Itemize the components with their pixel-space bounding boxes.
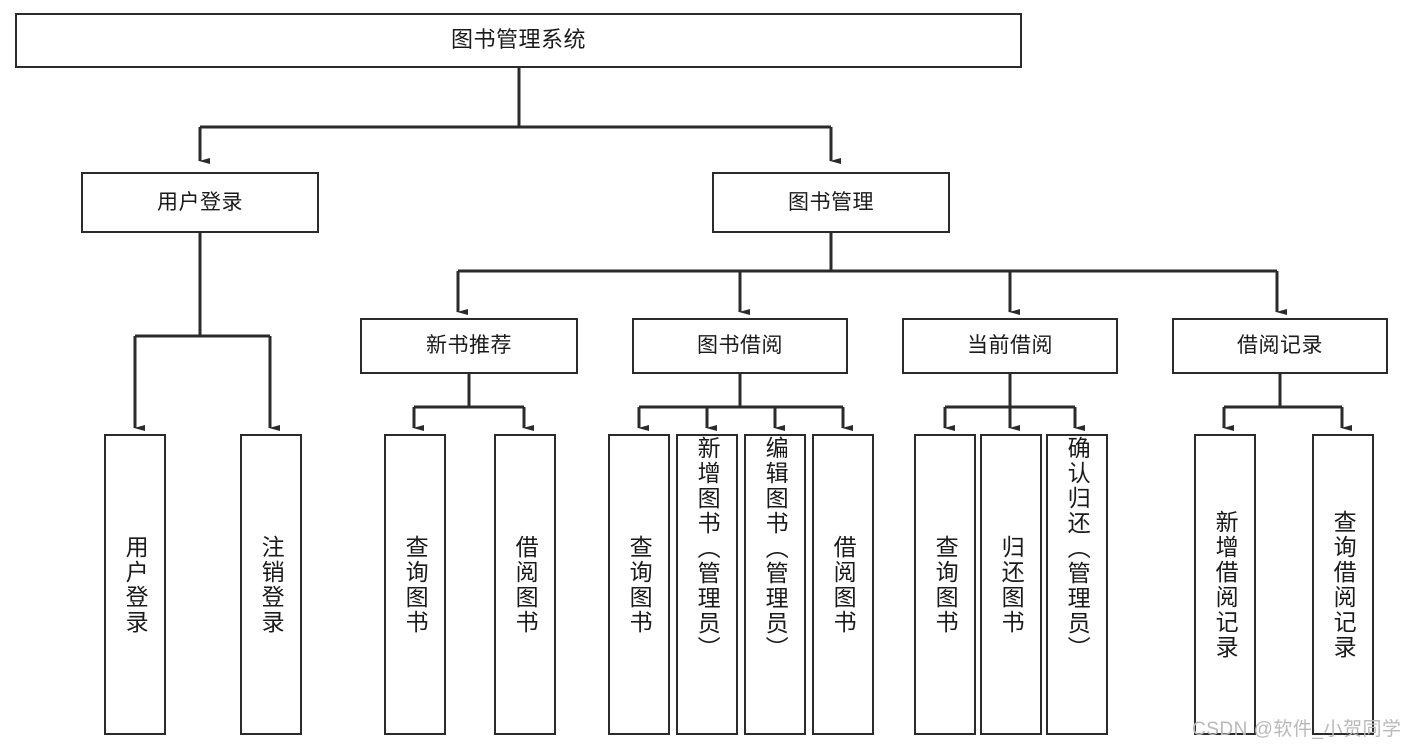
leaf-label: 新增借阅记录 bbox=[1212, 509, 1239, 660]
node-new-book-recommend[interactable]: 新书推荐 bbox=[360, 318, 578, 374]
csdn-watermark: CSDN @软件_小贺同学 bbox=[1192, 719, 1402, 740]
node-borrow-record[interactable]: 借阅记录 bbox=[1172, 318, 1388, 374]
leaf-label: 编辑图书（管理员） bbox=[762, 436, 789, 661]
leaf-user-login-logout[interactable]: 注销登录 bbox=[240, 434, 302, 735]
node-label: 新书推荐 bbox=[426, 334, 512, 358]
leaf-user-login-login[interactable]: 用户登录 bbox=[104, 434, 166, 735]
leaf-current-return-book[interactable]: 归还图书 bbox=[980, 434, 1042, 735]
leaf-record-add-record[interactable]: 新增借阅记录 bbox=[1194, 434, 1256, 735]
node-label: 图书管理 bbox=[788, 190, 874, 214]
leaf-label: 新增图书（管理员） bbox=[694, 436, 721, 661]
node-book-management[interactable]: 图书管理 bbox=[712, 172, 950, 233]
leaf-borrow-add-book-admin[interactable]: 新增图书（管理员） bbox=[676, 434, 738, 735]
node-user-login[interactable]: 用户登录 bbox=[81, 172, 319, 233]
node-label: 用户登录 bbox=[157, 190, 243, 214]
leaf-label: 借阅图书 bbox=[830, 534, 857, 635]
leaf-new-book-borrow[interactable]: 借阅图书 bbox=[494, 434, 556, 735]
leaf-record-query-record[interactable]: 查询借阅记录 bbox=[1312, 434, 1374, 735]
leaf-label: 查询借阅记录 bbox=[1330, 509, 1357, 660]
leaf-label: 查询图书 bbox=[626, 534, 653, 635]
node-label: 当前借阅 bbox=[967, 334, 1053, 358]
leaf-borrow-edit-book-admin[interactable]: 编辑图书（管理员） bbox=[744, 434, 806, 735]
node-current-borrow[interactable]: 当前借阅 bbox=[902, 318, 1118, 374]
leaf-label: 用户登录 bbox=[122, 534, 149, 635]
leaf-label: 借阅图书 bbox=[512, 534, 539, 635]
leaf-label: 查询图书 bbox=[932, 534, 959, 635]
node-label: 借阅记录 bbox=[1237, 334, 1323, 358]
leaf-borrow-borrow-book[interactable]: 借阅图书 bbox=[812, 434, 874, 735]
node-root-system[interactable]: 图书管理系统 bbox=[15, 13, 1022, 68]
leaf-current-query-book[interactable]: 查询图书 bbox=[914, 434, 976, 735]
node-book-borrow[interactable]: 图书借阅 bbox=[632, 318, 848, 374]
leaf-new-book-query[interactable]: 查询图书 bbox=[384, 434, 446, 735]
leaf-current-confirm-return-admin[interactable]: 确认归还（管理员） bbox=[1046, 434, 1108, 735]
leaf-label: 查询图书 bbox=[402, 534, 429, 635]
leaf-label: 确认归还（管理员） bbox=[1064, 436, 1091, 661]
leaf-borrow-query-book[interactable]: 查询图书 bbox=[608, 434, 670, 735]
node-label: 图书管理系统 bbox=[450, 27, 586, 53]
leaf-label: 注销登录 bbox=[258, 534, 285, 635]
node-label: 图书借阅 bbox=[697, 334, 783, 358]
leaf-label: 归还图书 bbox=[998, 534, 1025, 635]
